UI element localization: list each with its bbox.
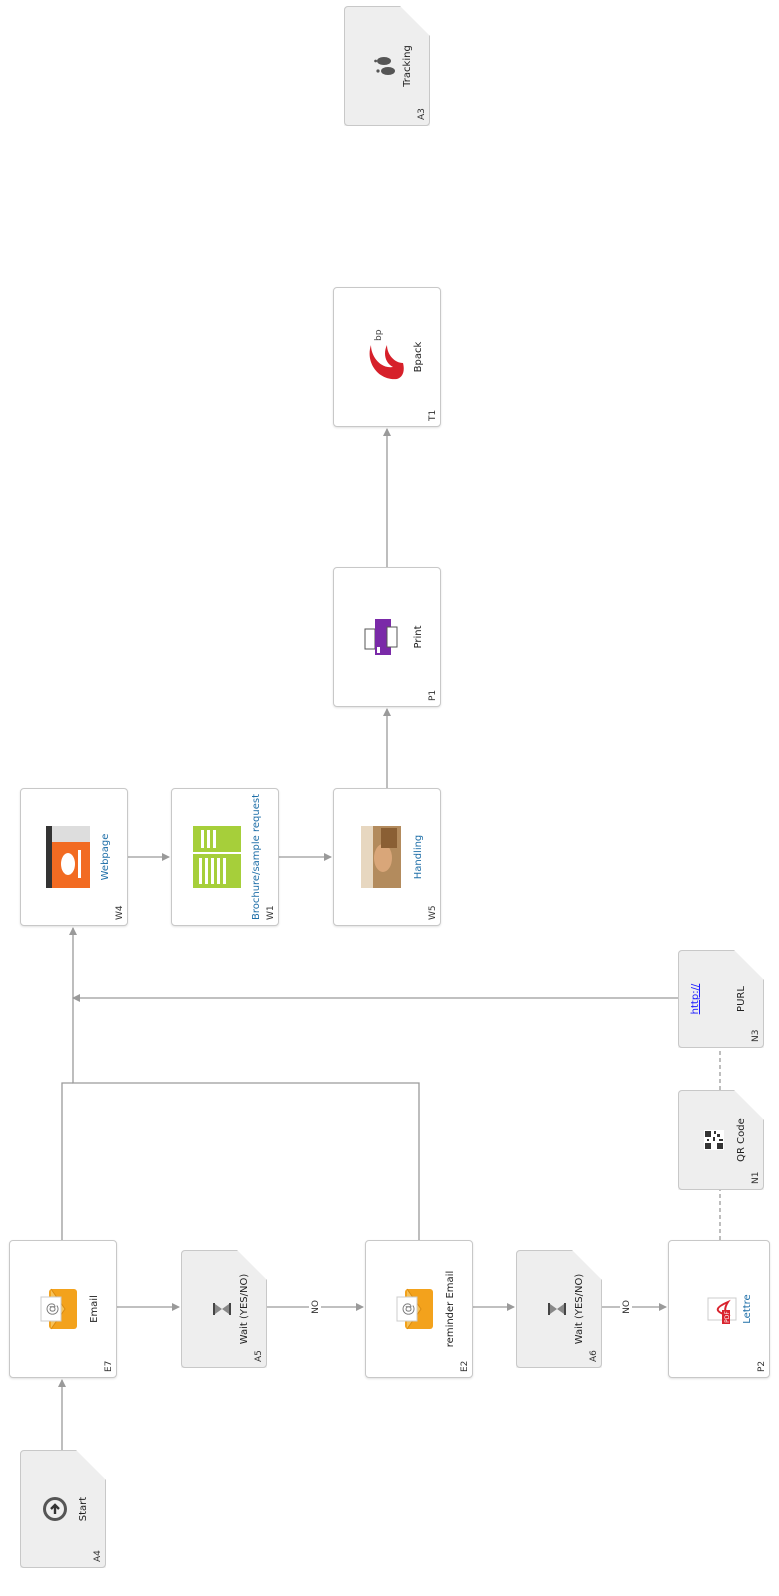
node-id: N1 <box>751 1171 761 1184</box>
node-id: W4 <box>115 905 125 920</box>
node-label: Email <box>89 1295 100 1323</box>
hourglass-icon <box>548 1302 570 1316</box>
node-id: A4 <box>93 1550 103 1562</box>
edge-label-bg <box>620 1298 632 1316</box>
edge-label-bg <box>309 1298 321 1316</box>
node-label: Bpack <box>413 341 424 373</box>
node-label: reminder Email <box>445 1270 456 1348</box>
node-label: Handling <box>413 834 424 880</box>
svg-text:PDF: PDF <box>724 1311 731 1323</box>
node-content: Wait (YES/NO) A6 <box>516 1250 602 1368</box>
node-id: A3 <box>417 108 427 120</box>
purl-link[interactable]: http:// <box>690 983 701 1015</box>
node-t1[interactable]: bpostBpackT1 <box>333 287 441 427</box>
start-icon <box>42 1496 72 1522</box>
node-label: QR Code <box>736 1118 747 1162</box>
node-label: Tracking <box>402 45 413 87</box>
hourglass-icon <box>213 1302 235 1316</box>
edge-label: NO <box>311 1300 321 1314</box>
svg-text:@: @ <box>401 1303 416 1316</box>
node-label: Wait (YES/NO) <box>574 1273 585 1345</box>
node-id: W5 <box>428 905 438 920</box>
pdf-icon: PDF <box>706 1292 744 1326</box>
node-content: bpostBpackT1 <box>333 287 441 427</box>
edge-e2-w4 <box>69 927 420 1240</box>
node-id: P2 <box>757 1360 767 1372</box>
tracking-footprints-icon <box>374 55 404 77</box>
node-label-text: PURL <box>736 986 747 1012</box>
bpost-logo-icon: bpost <box>361 315 411 385</box>
node-id: N3 <box>751 1029 761 1042</box>
node-label: http://PURL <box>736 950 748 1048</box>
node-id: E7 <box>104 1360 114 1372</box>
node-label: Wait (YES/NO) <box>239 1273 250 1345</box>
node-a5[interactable]: Wait (YES/NO) A5 <box>181 1250 267 1368</box>
form-thumbnail-icon <box>193 826 245 888</box>
node-label: Webpage <box>100 833 111 881</box>
node-id: A5 <box>254 1350 264 1362</box>
node-label: Lettre <box>742 1294 753 1324</box>
node-id: E2 <box>460 1360 470 1372</box>
handling-photo-icon <box>361 826 405 888</box>
node-id: P1 <box>428 689 438 701</box>
node-content: Wait (YES/NO) A5 <box>181 1250 267 1368</box>
node-id: W1 <box>266 905 276 920</box>
node-label: Start <box>78 1496 89 1522</box>
node-id: T1 <box>428 409 438 421</box>
qr-code-icon <box>704 1130 728 1150</box>
svg-text:bpost: bpost <box>374 329 384 341</box>
edge-e7-w4 <box>61 1082 73 1240</box>
webpage-thumbnail-icon <box>46 826 94 888</box>
node-label: Brochure/sample request <box>251 794 262 921</box>
printer-icon <box>363 617 403 657</box>
node-a6[interactable]: Wait (YES/NO) A6 <box>516 1250 602 1368</box>
node-id: A6 <box>589 1350 599 1362</box>
envelope-icon: @ <box>39 1287 83 1331</box>
node-label: Print <box>413 625 424 649</box>
svg-text:@: @ <box>45 1303 60 1316</box>
edge-label: NO <box>622 1300 632 1314</box>
envelope-icon: @ <box>395 1287 439 1331</box>
